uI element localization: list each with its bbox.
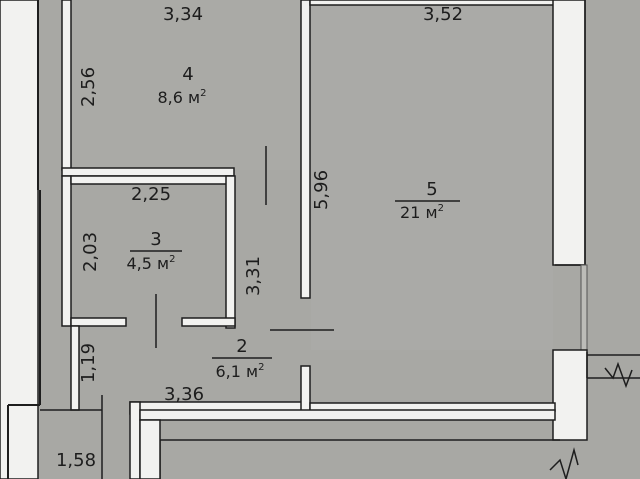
- wall-room5-right: [552, 0, 586, 266]
- wall-room3-right: [225, 175, 236, 329]
- wall-bottom-left-column: [139, 419, 161, 479]
- dim-room5-width: 3,52: [423, 4, 463, 25]
- window: [580, 264, 588, 351]
- dim-corridor-height: 1,19: [78, 343, 99, 383]
- dim-room3-height: 2,03: [80, 232, 101, 272]
- room-3-area: 4,5 м2: [127, 254, 176, 273]
- dim-room2-height: 3,31: [243, 256, 264, 296]
- wall-room4-bottom: [61, 167, 235, 177]
- dim-room4-height: 2,56: [78, 67, 99, 107]
- wall-room3-top: [70, 175, 235, 185]
- room-4-floor: [72, 0, 302, 170]
- dim-room3-width: 2,25: [131, 184, 171, 205]
- wall-central-partition: [300, 0, 311, 299]
- wall-room3-left: [61, 175, 72, 327]
- wall-lower-right: [552, 349, 588, 441]
- room-2-number: 2: [236, 336, 247, 357]
- room-5-area: 21 м2: [400, 203, 444, 222]
- wall-bottom-outer: [139, 409, 556, 421]
- room-4-number: 4: [182, 64, 193, 85]
- dim-room4-width: 3,34: [163, 4, 203, 25]
- wall-corridor-bottom-left: [129, 401, 141, 479]
- room-5-number: 5: [426, 179, 437, 200]
- wall-room3-bottom-right: [181, 317, 236, 327]
- wall-room3-bottom-left: [70, 317, 127, 327]
- dim-bottom-left-width: 1,58: [56, 450, 96, 471]
- wall-room4-left: [61, 0, 72, 171]
- room-2-area: 6,1 м2: [216, 362, 265, 381]
- room-3-number: 3: [150, 229, 161, 250]
- dim-corridor-bottom-width: 3,36: [164, 384, 204, 405]
- wall-door-post: [300, 365, 311, 413]
- dim-room5-height: 5,96: [311, 170, 332, 210]
- room-4-area: 8,6 м2: [158, 88, 207, 107]
- wall-break-mark: [549, 447, 579, 479]
- wall-break-mark: [604, 361, 633, 389]
- room-5-floor: [311, 4, 553, 350]
- outer-wall-left: [0, 0, 39, 479]
